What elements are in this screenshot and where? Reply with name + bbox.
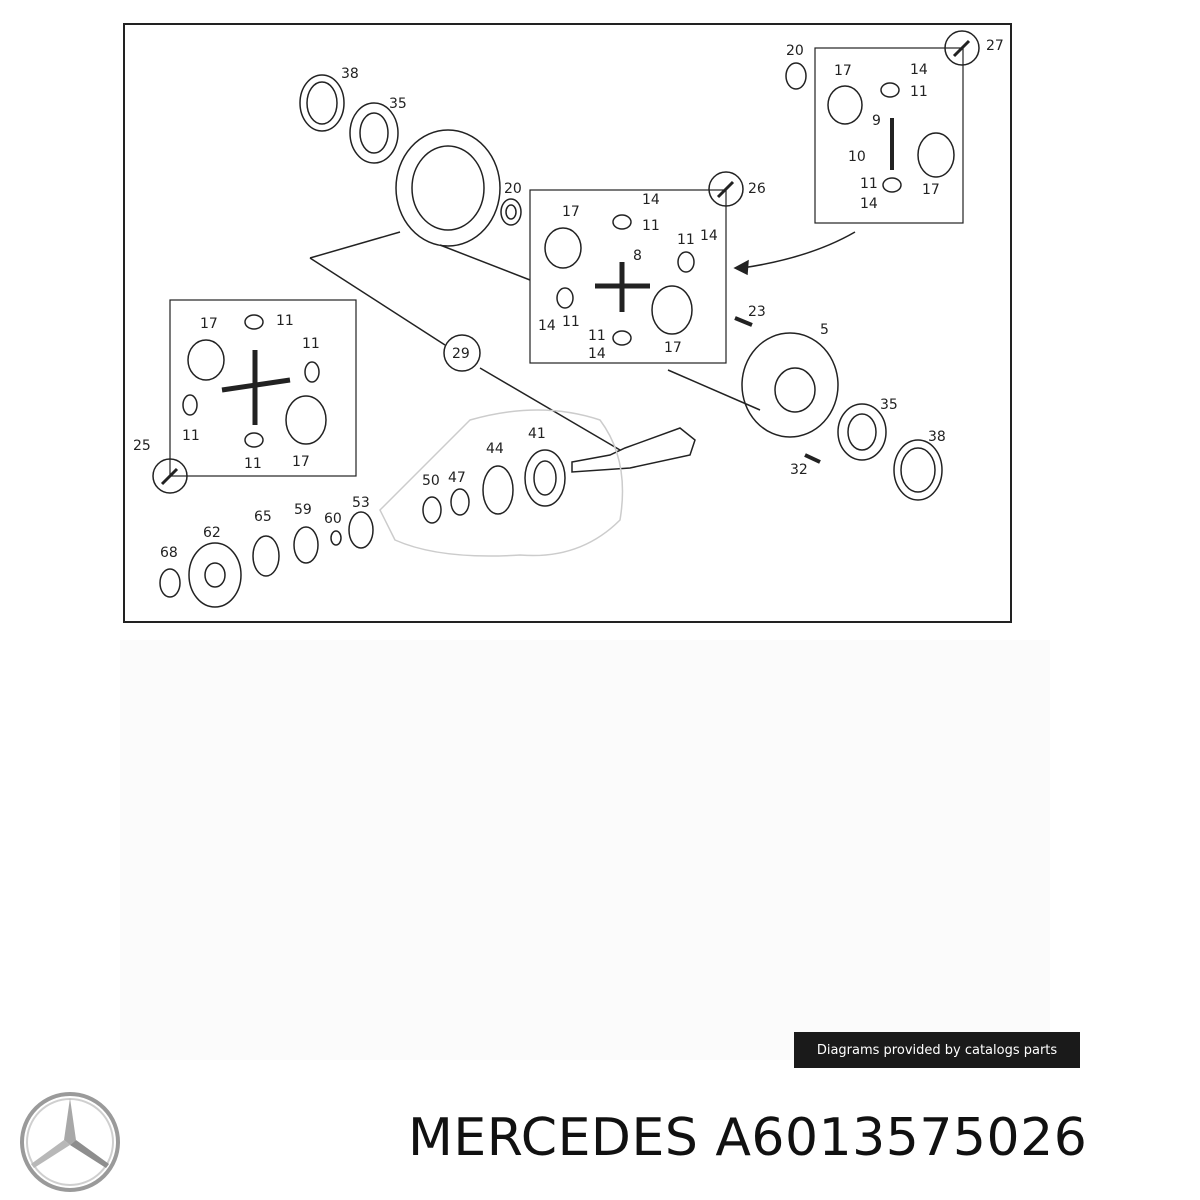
label-14-b26d: 14 bbox=[588, 346, 606, 362]
label-11-b27a: 11 bbox=[910, 84, 928, 100]
label-17-b26b: 17 bbox=[664, 340, 682, 356]
label-59: 59 bbox=[294, 502, 312, 518]
label-53: 53 bbox=[352, 495, 370, 511]
label-5: 5 bbox=[820, 322, 829, 338]
label-14-b26a: 14 bbox=[642, 192, 660, 208]
parts-diagram-frame bbox=[123, 23, 1012, 623]
label-38-right: 38 bbox=[928, 429, 946, 445]
label-50: 50 bbox=[422, 473, 440, 489]
label-14-b27a: 14 bbox=[910, 62, 928, 78]
label-10: 10 bbox=[848, 149, 866, 165]
label-32: 32 bbox=[790, 462, 808, 478]
part-caption: MERCEDES A6013575026 bbox=[408, 1108, 1088, 1168]
label-11-b25c: 11 bbox=[182, 428, 200, 444]
parts-diagram: 38 35 20 26 27 20 17 14 11 9 10 11 17 14… bbox=[133, 30, 1004, 608]
label-17-b27b: 17 bbox=[922, 182, 940, 198]
label-14-b27b: 14 bbox=[860, 196, 878, 212]
label-20-top: 20 bbox=[786, 43, 804, 59]
label-14-b26b: 14 bbox=[700, 228, 718, 244]
label-11-b25b: 11 bbox=[302, 336, 320, 352]
label-11-b26b: 11 bbox=[677, 232, 695, 248]
label-11-b25a: 11 bbox=[276, 313, 294, 329]
label-9: 9 bbox=[872, 113, 881, 129]
label-68: 68 bbox=[160, 545, 178, 561]
label-41: 41 bbox=[528, 426, 546, 442]
label-11-b27b: 11 bbox=[860, 176, 878, 192]
diagram-credit-badge: Diagrams provided by catalogs parts bbox=[794, 1032, 1080, 1068]
label-11-b25d: 11 bbox=[244, 456, 262, 472]
label-20-mid: 20 bbox=[504, 181, 522, 197]
label-35-right: 35 bbox=[880, 397, 898, 413]
label-17-b26a: 17 bbox=[562, 204, 580, 220]
label-44: 44 bbox=[486, 441, 504, 457]
label-11-b26a: 11 bbox=[642, 218, 660, 234]
label-38-top: 38 bbox=[341, 66, 359, 82]
label-11-b26d: 11 bbox=[588, 328, 606, 344]
label-11-b26c: 11 bbox=[562, 314, 580, 330]
label-26: 26 bbox=[748, 181, 766, 197]
label-29: 29 bbox=[452, 346, 470, 362]
label-17-b25a: 17 bbox=[200, 316, 218, 332]
label-47: 47 bbox=[448, 470, 466, 486]
label-27: 27 bbox=[986, 38, 1004, 54]
credit-text: Diagrams provided by catalogs parts bbox=[816, 1042, 1058, 1058]
label-8: 8 bbox=[633, 248, 642, 264]
mercedes-star-logo bbox=[20, 1092, 120, 1192]
label-25: 25 bbox=[133, 438, 151, 454]
faded-background-area bbox=[120, 640, 1050, 1060]
label-17-b25b: 17 bbox=[292, 454, 310, 470]
label-17-b27a: 17 bbox=[834, 63, 852, 79]
label-23: 23 bbox=[748, 304, 766, 320]
label-14-b26c: 14 bbox=[538, 318, 556, 334]
label-35-top: 35 bbox=[389, 96, 407, 112]
label-65: 65 bbox=[254, 509, 272, 525]
label-62: 62 bbox=[203, 525, 221, 541]
label-60: 60 bbox=[324, 511, 342, 527]
